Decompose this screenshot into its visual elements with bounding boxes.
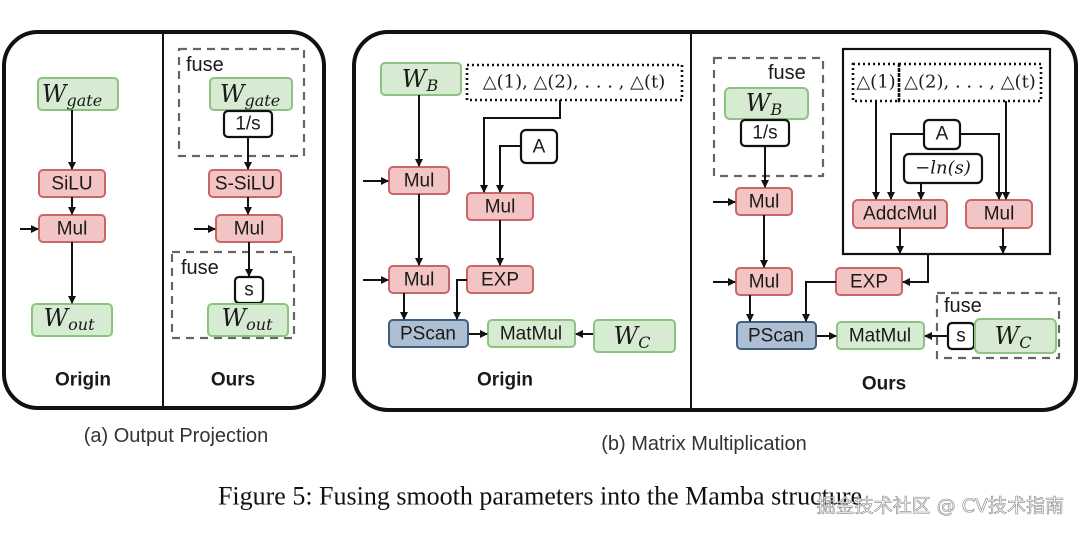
- node-addcmul-label: AddcMul: [863, 204, 937, 225]
- node-neg-ln-s-label: −ln(s): [915, 158, 971, 179]
- node-mul-ours-label: Mul: [234, 219, 265, 240]
- node-matmul-b-label: MatMul: [849, 326, 911, 347]
- delta-computation-box: [841, 47, 1052, 256]
- panel-a-origin-title: Origin: [55, 370, 111, 391]
- fuse-box-wc: [935, 291, 1061, 360]
- node-w-gate: [37, 77, 119, 111]
- node-silu-label: SiLU: [51, 174, 92, 195]
- node-w-b: [380, 62, 462, 96]
- node-mul-2-label: Mul: [404, 270, 435, 291]
- node-w-c-fused: [974, 318, 1057, 354]
- edge-exp-pscan: [453, 279, 467, 320]
- panel-a-subcaption: (a) Output Projection: [84, 425, 269, 447]
- node-matmul-label: MatMul: [500, 324, 562, 345]
- edge-a-mul: [960, 133, 1003, 200]
- fuse-label-wc: fuse: [944, 295, 982, 317]
- node-w-out-fused: [207, 303, 289, 337]
- node-w-out-label: Wout: [43, 304, 95, 334]
- fuse-box-wb: [712, 56, 825, 178]
- fuse-label-bottom: fuse: [181, 257, 219, 279]
- node-pscan-label: PScan: [400, 324, 456, 345]
- node-exp-b-label: EXP: [850, 272, 888, 293]
- node-a-label: A: [533, 137, 546, 158]
- node-neg-ln-s: [902, 152, 984, 185]
- edge-deltas-mul3: [480, 100, 561, 193]
- node-delta-rest: [897, 62, 1043, 103]
- node-w-gate-fused-label: Wgate: [220, 80, 280, 110]
- node-mul-1-label: Mul: [404, 171, 435, 192]
- panel-b-ours: fuse WB 1/s △(1) △(2), . . . , △(t) A −l…: [712, 47, 1061, 395]
- watermark: 掘金技术社区 @ CV技术指南: [817, 495, 1064, 517]
- node-mul-2: [388, 265, 450, 294]
- node-mul-3-label: Mul: [485, 197, 516, 218]
- panel-b-subcaption: (b) Matrix Multiplication: [601, 433, 807, 455]
- fuse-box-bottom: [170, 250, 296, 340]
- node-w-c: [593, 319, 676, 353]
- node-mul-2-b-label: Mul: [749, 272, 780, 293]
- node-inv-s-label: 1/s: [235, 114, 260, 135]
- node-w-out: [31, 303, 113, 337]
- panel-b-ours-title: Ours: [862, 374, 906, 395]
- node-pscan-b: [736, 321, 817, 350]
- node-pscan-b-label: PScan: [748, 326, 804, 347]
- panel-b-frame: [352, 30, 1078, 412]
- node-s-silu-label: S-SiLU: [215, 174, 275, 195]
- node-s-silu: [208, 169, 282, 198]
- node-delta-rest-label: △(2), . . . , △(t): [904, 72, 1036, 93]
- node-inv-s-b-label: 1/s: [752, 123, 777, 144]
- edge-a-addcmul: [887, 133, 924, 200]
- node-w-c-label: WC: [614, 322, 651, 352]
- node-s-label: s: [244, 280, 254, 301]
- node-pscan: [388, 319, 469, 348]
- node-w-b-fused-label: WB: [746, 89, 783, 119]
- node-deltas-label: △(1), △(2), . . . , △(t): [483, 72, 665, 93]
- edge-exp-pscan-b: [802, 281, 836, 322]
- node-mul-label: Mul: [57, 219, 88, 240]
- panel-a-output-projection: Wgate SiLU Mul Wout Origin fuse Wgate 1/…: [2, 30, 326, 410]
- fuse-box-top: [177, 47, 306, 158]
- panel-a-ours-title: Ours: [211, 370, 255, 391]
- node-mul-1-b-label: Mul: [749, 192, 780, 213]
- node-w-out-fused-label: Wout: [221, 304, 273, 334]
- node-exp-label: EXP: [481, 270, 519, 291]
- edge-box-exp: [902, 254, 929, 286]
- panel-b-origin: WB △(1), △(2), . . . , △(t) A Mul Mul Mu…: [363, 62, 684, 391]
- figure-caption: Figure 5: Fusing smooth parameters into …: [218, 482, 862, 511]
- node-delta-1-label: △(1): [856, 72, 895, 93]
- node-mul-inner: [965, 199, 1033, 229]
- node-mul-2-b: [735, 267, 793, 296]
- edge-a-mul3: [496, 145, 521, 193]
- node-s-b-label: s: [956, 326, 966, 347]
- panel-b-matrix-multiplication: WB △(1), △(2), . . . , △(t) A Mul Mul Mu…: [352, 30, 1078, 412]
- panel-b-origin-title: Origin: [477, 370, 533, 391]
- node-mul-inner-label: Mul: [984, 204, 1015, 225]
- fuse-label-wb: fuse: [768, 62, 806, 84]
- node-a-b-label: A: [936, 124, 949, 145]
- node-w-b-label: WB: [402, 65, 439, 95]
- node-w-gate-label: Wgate: [42, 80, 102, 110]
- panel-a-ours: fuse Wgate 1/s S-SiLU Mul fuse s Wout Ou…: [170, 47, 306, 391]
- panel-a-origin: Wgate SiLU Mul Wout Origin: [20, 77, 119, 391]
- node-w-c-fused-label: WC: [995, 322, 1032, 352]
- fuse-label-top: fuse: [186, 54, 224, 76]
